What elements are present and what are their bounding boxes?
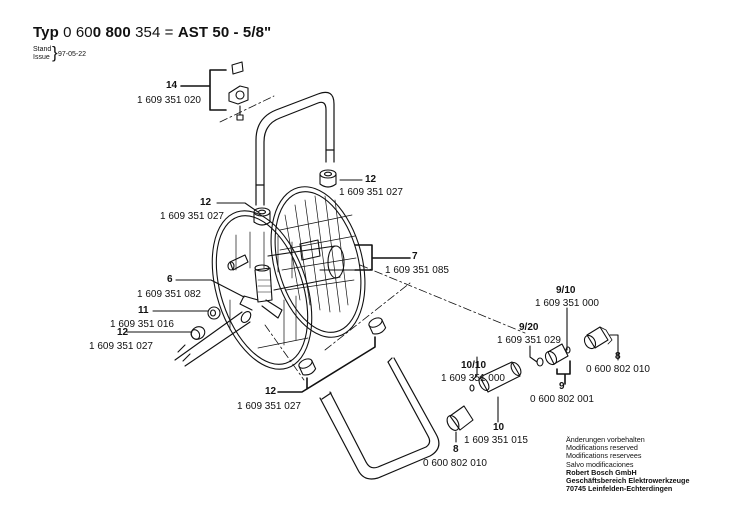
part-12-lower: 1 609 351 027 [89,341,153,352]
nuts [190,169,387,376]
leader-9 [556,360,571,385]
note-line: Änderungen vorbehalten [566,435,645,444]
part-10: 1 609 351 015 [464,435,528,446]
leader-lines [126,69,619,443]
leader-6 [175,279,245,298]
coupling-9 [536,343,571,367]
ref-11: 11 [138,305,149,316]
model-name: AST 50 - 5/8" [177,24,272,41]
hose-pipe [174,311,252,367]
part-7: 1 609 351 085 [385,265,449,276]
ref-9-10: 9/10 [556,285,576,296]
type-number-suffix: 354 = [130,24,174,41]
part-10-10: 1 609 351 000 [441,373,505,384]
reel-back-disc [270,186,366,338]
leader-12d [277,336,376,393]
ref-7: 7 [412,251,418,262]
connector-10 [469,361,522,393]
centre-lines [219,95,526,381]
leader-8a [609,334,619,361]
brace-icon: } [52,43,58,62]
issue-date: 97-05-22 [58,51,87,58]
bracket-part-14 [228,61,249,121]
part-8-right: 0 600 802 010 [586,364,650,375]
ref-9: 9 [559,381,565,392]
notes-block: Änderungen vorbehalten Modifications res… [566,435,690,494]
type-number-prefix: 0 60 [63,24,93,41]
leader-7 [354,244,411,271]
stand-label: Stand [33,46,52,53]
ref-12-top: 12 [365,174,377,185]
part-9: 0 600 802 001 [530,394,594,405]
ref-12-lower: 12 [117,327,129,338]
part-9-20: 1 609 351 029 [497,335,561,346]
note-line: Salvo modificaciones [566,459,634,469]
typ-label: Typ [33,24,59,41]
leader-9-20 [529,345,538,363]
reel-axle [267,239,345,291]
type-number-bold: 0 800 [92,24,131,41]
page-title: Typ 0 600 800 354 = AST 50 - 5/8" [33,24,271,41]
ref-12-bottom: 12 [265,386,277,397]
ref-9-20: 9/20 [519,322,539,333]
stand-issue-labels: Stand Issue [33,46,51,62]
part-14: 1 609 351 020 [137,95,201,106]
part-12-left: 1 609 351 027 [160,211,224,222]
leader-12b [216,202,259,213]
coupling-8-bottom [446,405,474,431]
ref-10-10: 10/10 [461,360,487,371]
note-line: Modifications reservees [566,451,642,461]
company-name: Robert Bosch GmbH [566,467,637,477]
part-12-top: 1 609 351 027 [339,187,403,198]
bottom-frame [319,357,440,480]
part-8-bottom: 0 600 802 010 [423,458,487,469]
part-6: 1 609 351 082 [137,289,201,300]
ref-6: 6 [167,274,173,285]
note-line: Modifications reserved [566,443,638,453]
coupling-8-right [583,326,613,350]
reel-front-disc [211,210,313,370]
issue-label: Issue [33,54,50,61]
ref-8-right: 8 [615,351,621,362]
part-9-10: 1 609 351 000 [535,298,599,309]
part-11: 1 609 351 016 [110,319,174,330]
ref-14: 14 [166,80,178,91]
ref-8-bottom: 8 [453,444,459,455]
company-division: Geschäftsbereich Elektrowerkzeuge [566,476,690,486]
leader-10-10 [472,356,478,381]
part-12-bottom: 1 609 351 027 [237,401,301,412]
leader-14 [180,69,227,111]
ref-12-left: 12 [200,197,212,208]
ref-10: 10 [493,422,505,433]
company-address: 70745 Leinfelden-Echterdingen [566,484,673,494]
top-handle [255,91,335,206]
